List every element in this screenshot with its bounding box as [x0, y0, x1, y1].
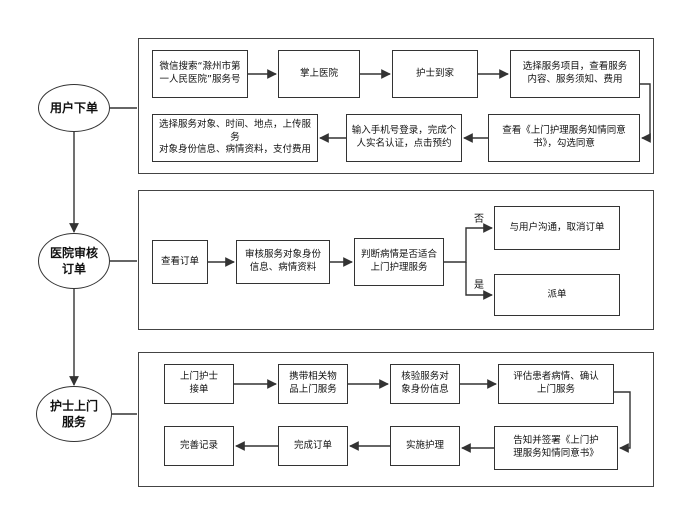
- node-review-identity: 审核服务对象身份 信息、病情资料: [236, 240, 330, 284]
- node-judge-condition: 判断病情是否适合 上门护理服务: [354, 238, 444, 286]
- node-assess-patient: 评估患者病情、确认 上门服务: [498, 364, 614, 404]
- node-complete-record: 完善记录: [164, 426, 234, 466]
- node-perform-care: 实施护理: [390, 426, 460, 466]
- node-select-target: 选择服务对象、时间、地点，上传服务 对象身份信息、病情资料，支付费用: [152, 114, 318, 162]
- stage-nurse-visit: 护士上门 服务: [36, 386, 112, 442]
- node-wechat-search: 微信搜索“滁州市第 一人民医院”服务号: [152, 50, 248, 98]
- node-accept-order: 上门护士 接单: [164, 364, 234, 404]
- node-dispatch: 派单: [494, 274, 620, 316]
- node-communicate-cancel: 与用户沟通，取消订单: [494, 206, 620, 250]
- stage-hospital-review: 医院审核 订单: [38, 233, 110, 289]
- node-view-consent: 查看《上门护理服务知情同意 书》，勾选同意: [488, 114, 640, 162]
- node-sign-consent: 告知并签署《上门护 理服务知情同意书》: [494, 426, 618, 470]
- label-no: 否: [474, 214, 484, 225]
- label-yes: 是: [474, 280, 484, 291]
- node-phone-login: 输入手机号登录，完成个 人实名认证，点击预约: [346, 114, 462, 162]
- node-select-items: 选择服务项目，查看服务 内容、服务须知、费用: [510, 50, 640, 98]
- node-view-order: 查看订单: [152, 240, 208, 284]
- node-nurse-home: 护士到家: [392, 50, 478, 98]
- node-complete-order: 完成订单: [278, 426, 348, 466]
- node-bring-items: 携带相关物 品上门服务: [278, 364, 348, 404]
- stage-user-order: 用户下单: [38, 84, 110, 132]
- node-palm-hospital: 掌上医院: [278, 50, 360, 98]
- node-verify-identity: 核验服务对 象身份信息: [390, 364, 460, 404]
